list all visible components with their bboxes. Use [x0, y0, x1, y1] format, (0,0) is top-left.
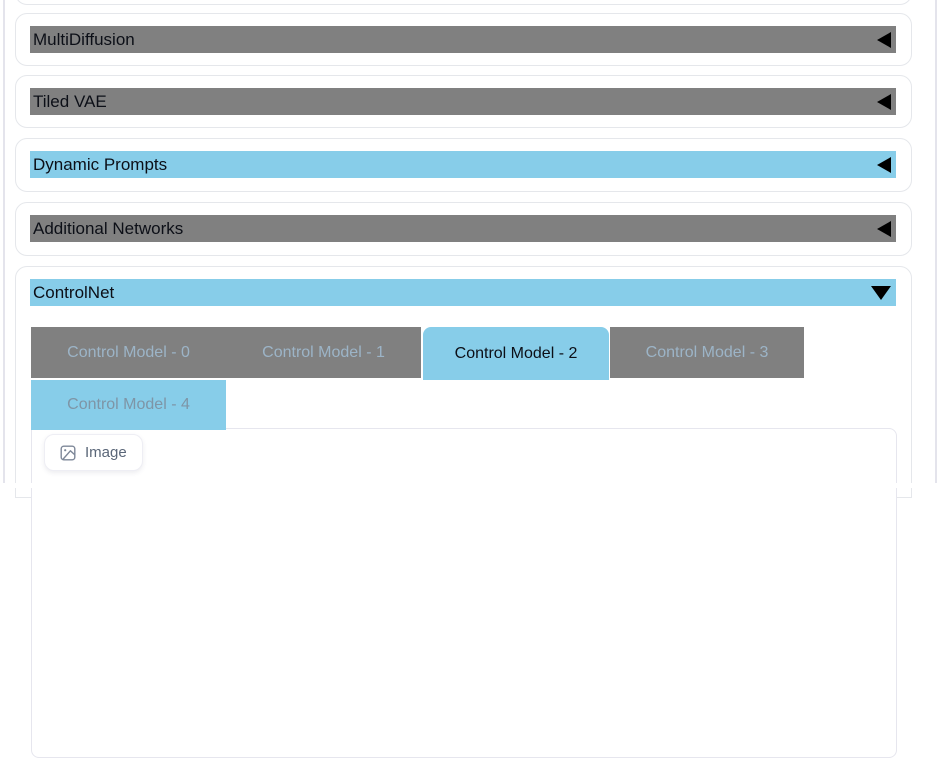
container-border-left [3, 0, 5, 483]
accordion-card-tiled-vae: Tiled VAE [15, 75, 912, 128]
collapse-arrow-icon [877, 156, 891, 173]
accordion-label: Dynamic Prompts [33, 154, 168, 174]
accordion-card-controlnet: ControlNet Control Model - 0 Control Mod… [15, 266, 912, 758]
image-tab-label: Image [85, 444, 127, 461]
tab-control-model-2[interactable]: Control Model - 2 [423, 327, 609, 380]
controlnet-tab-panel: Image [31, 428, 897, 758]
accordion-header-multidiffusion[interactable]: MultiDiffusion [30, 26, 896, 53]
tab-label: Control Model - 4 [67, 396, 190, 413]
tab-control-model-3[interactable]: Control Model - 3 [610, 327, 804, 378]
accordion-header-dynamic-prompts[interactable]: Dynamic Prompts [30, 151, 896, 178]
tab-label: Control Model - 2 [454, 344, 578, 362]
collapse-arrow-icon [877, 93, 891, 110]
accordion-label: Tiled VAE [33, 91, 107, 111]
accordion-label: Additional Networks [33, 218, 184, 238]
tab-control-model-1[interactable]: Control Model - 1 [226, 327, 421, 378]
tab-label: Control Model - 3 [645, 343, 769, 361]
image-icon [60, 445, 76, 461]
tab-label: Control Model - 0 [67, 343, 190, 361]
accordion-card-cropped-top [15, 0, 912, 5]
tab-control-model-0[interactable]: Control Model - 0 [31, 327, 226, 378]
accordion-card-additional-networks: Additional Networks [15, 202, 912, 256]
container-border-right [935, 0, 937, 483]
accordion-header-controlnet[interactable]: ControlNet [30, 279, 896, 306]
accordion-card-dynamic-prompts: Dynamic Prompts [15, 138, 912, 192]
expand-arrow-icon [871, 285, 891, 300]
accordion-label: ControlNet [33, 282, 115, 302]
tab-label: Control Model - 1 [262, 343, 385, 361]
accordion-header-additional-networks[interactable]: Additional Networks [30, 215, 896, 242]
accordion-label: MultiDiffusion [33, 29, 135, 49]
collapse-arrow-icon [877, 220, 891, 237]
accordion-header-tiled-vae[interactable]: Tiled VAE [30, 88, 896, 115]
tab-image[interactable]: Image [44, 434, 143, 471]
tab-control-model-4[interactable]: Control Model - 4 [31, 380, 226, 430]
collapse-arrow-icon [877, 31, 891, 48]
bottom-crop-strip [0, 483, 941, 488]
accordion-card-multidiffusion: MultiDiffusion [15, 13, 912, 66]
